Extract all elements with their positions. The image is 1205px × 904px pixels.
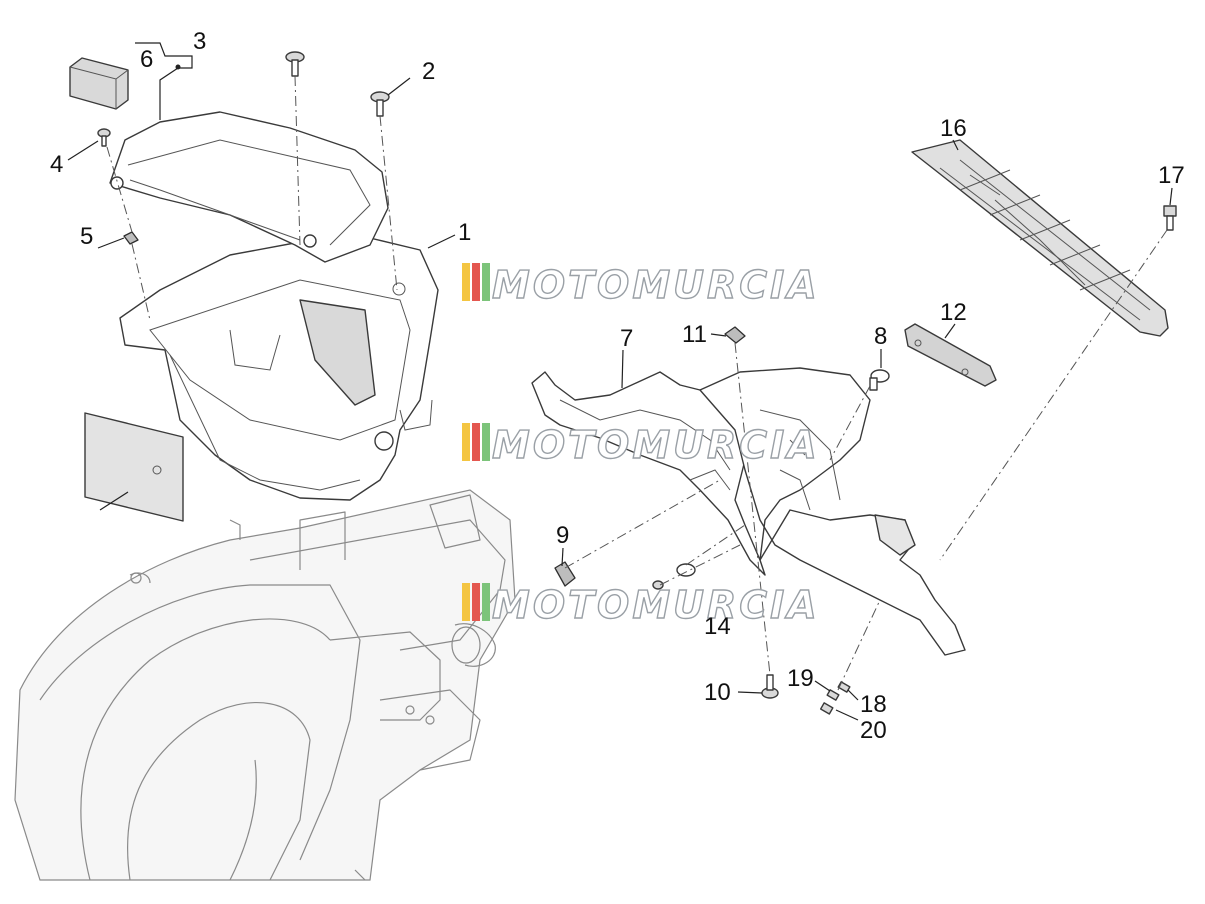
part-8-grommet (869, 369, 890, 391)
leader-lines (67, 42, 1173, 721)
watermark-stripe-green (482, 583, 490, 621)
part-5-clip (123, 231, 139, 245)
part-14-washer (676, 563, 696, 577)
callout-3: 3 (193, 28, 206, 55)
fasteners (97, 51, 1177, 715)
watermark-group: MOTOMURCIA MOTOMURCIA MOTOMURCIA (462, 262, 820, 628)
watermark-stripe-red (472, 263, 480, 301)
part-1-helmet-compartment (119, 237, 439, 501)
watermark-stripe-red (472, 583, 480, 621)
part-4-screw (97, 128, 111, 147)
watermark-1: MOTOMURCIA (462, 262, 820, 308)
callout-11: 11 (682, 321, 707, 348)
callout-17: 18 (860, 691, 887, 718)
watermark-2: MOTOMURCIA (462, 422, 820, 468)
callout-4: 4 (50, 151, 63, 178)
watermark-text: MOTOMURCIA (492, 423, 820, 467)
callout-labels: 3 6 2 4 5 1 7 11 8 12 16 17 9 14 10 19 1… (50, 28, 1185, 744)
watermark-stripe-red (472, 423, 480, 461)
callout-2: 2 (422, 58, 435, 85)
watermark-3: MOTOMURCIA (462, 582, 820, 628)
callout-19: 20 (860, 717, 887, 744)
watermark-stripe-green (482, 263, 490, 301)
watermark-stripe-yellow (462, 583, 470, 621)
watermark-text: MOTOMURCIA (492, 263, 820, 307)
callout-12: 12 (940, 299, 967, 326)
assembly-lines (106, 75, 1168, 691)
watermark-stripe-yellow (462, 263, 470, 301)
part-16-bolt (1163, 205, 1177, 231)
scooter-frame (14, 489, 516, 881)
part-2-screw-upper (285, 51, 305, 77)
part-15-license-plate-holder (911, 139, 1169, 337)
part-2-screw-lower (370, 91, 390, 117)
part-3-compartment-lid (109, 111, 389, 263)
part-10-screw (761, 674, 779, 699)
part-11-clip (724, 326, 746, 344)
callout-18: 19 (787, 665, 814, 692)
callout-15: 16 (940, 115, 967, 142)
part-12-rubber-strip (904, 323, 997, 387)
callout-10: 10 (704, 679, 731, 706)
watermark-stripe-yellow (462, 423, 470, 461)
callout-6: 6 (140, 46, 153, 73)
callout-14: 14 (704, 613, 731, 640)
callout-7: 7 (620, 325, 633, 352)
part-6-rubber-pad (69, 57, 129, 110)
part-19-pin (819, 702, 834, 715)
part-20-label-plate (84, 412, 184, 522)
watermark-text: MOTOMURCIA (492, 583, 820, 627)
callout-9: 9 (556, 522, 569, 549)
callout-8: 8 (874, 323, 887, 350)
part-7-mudguard-bracket (531, 371, 766, 576)
callout-1: 1 (458, 219, 471, 246)
watermark-stripe-green (482, 423, 490, 461)
callout-5: 5 (80, 223, 93, 250)
rear-mudguard (699, 367, 966, 656)
part-18-pin (826, 689, 840, 701)
callout-16: 17 (1158, 162, 1185, 189)
